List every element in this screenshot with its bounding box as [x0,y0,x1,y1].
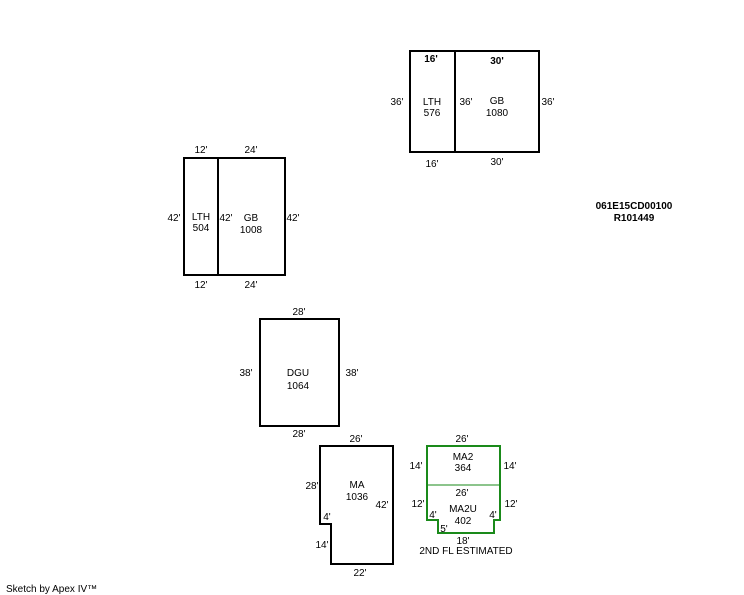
ma-outline [319,445,394,565]
lth-top-dim-left: 36' [390,97,403,108]
dgu-dim-top: 28' [292,307,305,318]
gb-top-sqft: 1080 [486,108,509,119]
ma-dim-bottom: 22' [353,568,366,579]
ma-code: MA [350,480,365,491]
ma2u-sqft: 402 [455,516,472,527]
gb-top-outline [454,50,540,153]
building-ma: 26' 28' 42' MA 1036 4' 14' 22' [305,434,394,579]
gb-top-dim-right: 36' [541,97,554,108]
dgu-dim-left: 38' [239,368,252,379]
ma2-dim-left: 14' [409,461,422,472]
gb-top-dim-left: 36' [459,97,472,108]
gb-top-code: GB [490,96,505,107]
gb-top-dim-top: 30' [490,56,504,67]
ma-dim-notch: 4' [323,512,331,523]
ma-dim-left: 28' [305,481,318,492]
ma2-sqft: 364 [455,463,472,474]
ma2-dim-top: 26' [455,434,468,445]
lth-left-code: LTH [192,212,210,223]
gb-left-dim-left: 42' [219,213,232,224]
ma2-outline [426,445,501,534]
building-dgu: 28' 38' 38' DGU 1064 28' [239,307,358,440]
dgu-outline [259,318,340,427]
lth-top-dim-top: 16' [424,54,438,65]
gb-left-sqft: 1008 [240,225,263,236]
ma2u-dim-top: 26' [455,488,468,499]
ma-sqft: 1036 [346,492,369,503]
gb-left-outline [217,157,286,276]
dgu-dim-bottom: 28' [292,429,305,440]
dgu-dim-right: 38' [345,368,358,379]
ma-dim-top: 26' [349,434,362,445]
lth-top-dim-bottom: 16' [425,159,438,170]
gb-left-dim-bottom: 24' [244,280,257,291]
building-ma2: 26' 14' 14' MA2 364 26' 12' 12' MA2U 402… [409,434,517,557]
ma2-dim-right: 14' [503,461,516,472]
sketch-credit: Sketch by Apex IV™ [6,584,97,595]
gb-left-dim-right: 42' [286,213,299,224]
lth-top-sqft: 576 [424,108,441,119]
ma-dim-lower-left: 14' [315,540,328,551]
building-left: 12' 24' 42' 42' 42' LTH 504 GB 1008 12' … [167,145,299,291]
ma2u-note: 2ND FL ESTIMATED [419,546,512,557]
ma2-code: MA2 [453,452,474,463]
ma2u-dim-step-right: 4' [489,510,497,521]
lth-left-sqft: 504 [193,223,210,234]
lth-top-code: LTH [423,97,441,108]
parcel-id: 061E15CD00100 [596,201,673,212]
ma-dim-right: 42' [375,500,388,511]
ma2u-dim-right: 12' [504,499,517,510]
parcel-ref: R101449 [614,213,655,224]
ma2u-dim-left: 12' [411,499,424,510]
ma2u-dim-bottom: 18' [456,536,469,547]
dgu-sqft: 1064 [287,381,310,392]
lth-left-dim-bottom: 12' [194,280,207,291]
gb-left-dim-top: 24' [244,145,257,156]
lth-left-dim-left: 42' [167,213,180,224]
ma2u-dim-inner: 5' [440,524,448,535]
dgu-code: DGU [287,368,309,379]
building-top: 16' 30' 36' 36' 36' LTH 576 GB 1080 16' … [390,50,555,170]
ma2u-code: MA2U [449,504,477,515]
lth-left-dim-top: 12' [194,145,207,156]
ma2u-dim-step-left: 4' [429,510,437,521]
gb-top-dim-bottom: 30' [490,157,503,168]
gb-left-code: GB [244,213,259,224]
